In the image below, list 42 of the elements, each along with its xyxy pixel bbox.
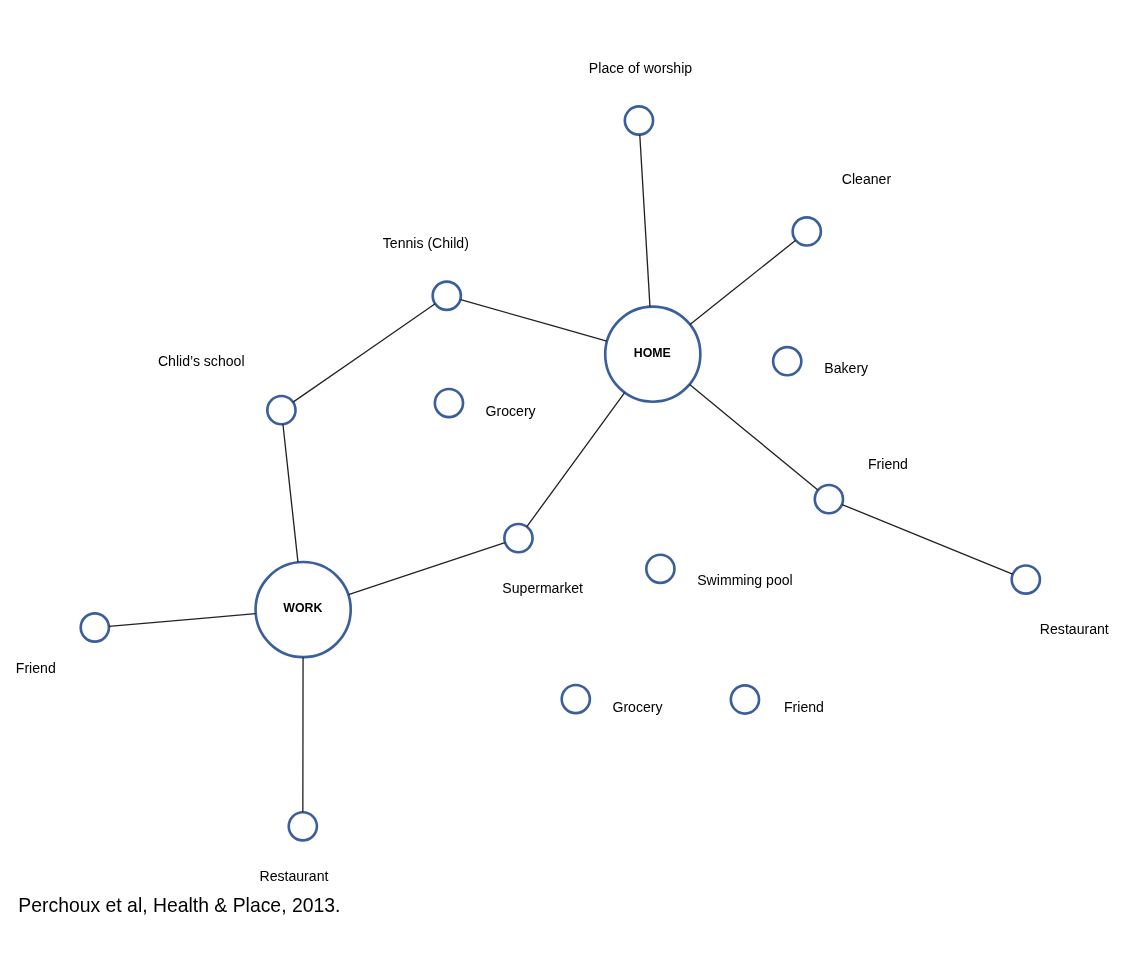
- connector: [526, 391, 626, 527]
- node-circle: [771, 345, 803, 377]
- connector: [841, 503, 1014, 575]
- node-label: Tennis (Child): [382, 234, 469, 251]
- node-circle: [729, 683, 761, 715]
- node-label: Place of worship: [588, 59, 693, 76]
- connector: [282, 423, 299, 563]
- node-circle: [560, 683, 592, 714]
- node-circle: [503, 522, 534, 554]
- node-circle: [287, 810, 319, 842]
- node-label: Chlid’s school: [157, 352, 245, 369]
- node-circle: [623, 104, 655, 136]
- connector: [108, 612, 257, 627]
- connector: [689, 383, 819, 491]
- node-circle: [644, 552, 676, 584]
- node-label: Restaurant: [259, 867, 329, 884]
- node-circle: [1010, 563, 1042, 595]
- connector: [459, 298, 608, 342]
- connector: [347, 541, 506, 595]
- node-circle: [433, 387, 465, 418]
- connector: [639, 133, 651, 307]
- caption: Perchoux et al, Health & Place, 2013.: [18, 893, 341, 916]
- node-label: Swimming pool: [697, 571, 793, 588]
- node-label: Cleaner: [841, 170, 892, 187]
- node-circle: [813, 483, 845, 515]
- node-circle: WORK: [254, 560, 352, 658]
- node-label: Grocery: [612, 698, 663, 715]
- node-circle: [791, 215, 823, 247]
- node-circle: HOME: [603, 304, 702, 403]
- node-circle: [431, 279, 463, 311]
- node-label: Friend: [868, 455, 908, 472]
- node-label: Bakery: [824, 359, 869, 376]
- node-circle: [266, 394, 297, 426]
- node-label: Friend: [15, 659, 56, 676]
- node-circle: [79, 611, 111, 643]
- node-label: Grocery: [485, 402, 536, 419]
- node-label: Supermarket: [502, 579, 583, 596]
- connector: [292, 302, 436, 403]
- node-label: Restaurant: [1039, 620, 1109, 637]
- connector: [302, 656, 304, 813]
- node-label: Friend: [784, 698, 824, 715]
- connector: [689, 239, 797, 325]
